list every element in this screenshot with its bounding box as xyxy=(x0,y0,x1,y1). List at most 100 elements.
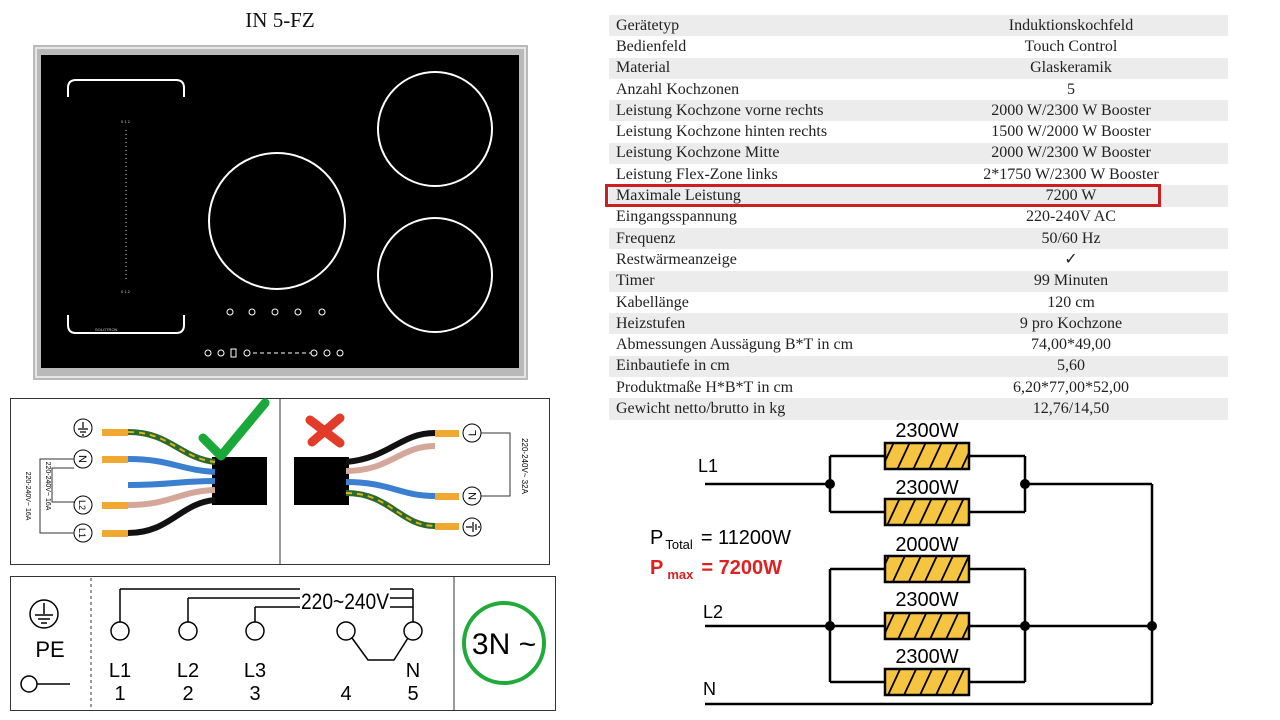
terminal-L2-label: L2 xyxy=(77,500,87,510)
spec-value: 120 cm xyxy=(914,291,1228,314)
terminal-block: PE 220~240V L1 L2 L3 N 1 2 3 4 5 3N ~ xyxy=(10,576,556,711)
resistor-2 xyxy=(883,497,971,527)
bridge-4-5 xyxy=(351,637,409,661)
spec-label: Material xyxy=(609,57,914,79)
spec-label: Leistung Flex-Zone links xyxy=(609,164,914,186)
spec-value: Induktionskochfeld xyxy=(914,15,1228,37)
terminal-3 xyxy=(245,621,265,641)
cooktop-image: 0 1 2 0 1 2 SOLOTRON xyxy=(33,45,528,380)
max-power-highlight xyxy=(605,184,1161,207)
control-panel xyxy=(204,308,344,358)
spec-label: Leistung Kochzone Mitte xyxy=(609,142,914,165)
terminal-N-right-label: N xyxy=(467,492,479,500)
spec-value: 99 Minuten xyxy=(914,270,1228,292)
terminal-number-3: 3 xyxy=(249,683,260,705)
flex-zone-top xyxy=(67,79,185,97)
cooking-zone-front-right xyxy=(377,217,493,333)
terminal-1 xyxy=(110,621,130,641)
cooking-zone-center xyxy=(208,152,346,290)
spec-label: Abmessungen Aussägung B*T in cm xyxy=(609,334,914,356)
voltage-label: 220~240V xyxy=(301,589,389,614)
spec-label: Gewicht netto/brutto in kg xyxy=(609,398,914,420)
line-L2-label: L2 xyxy=(703,602,723,622)
spec-value: 50/60 Hz xyxy=(914,227,1228,250)
wiring-incorrect: L N 220-240V~ 32A xyxy=(294,413,529,537)
model-title: IN 5-FZ xyxy=(245,8,315,32)
resistor-4 xyxy=(883,611,971,641)
wiring-correct: N L2 L1 220-240V~ 16A 220-240V~ 16A xyxy=(24,398,270,543)
svg-text:0 1 2: 0 1 2 xyxy=(121,119,131,124)
spec-value: 2000 W/2300 W Booster xyxy=(914,100,1228,122)
spec-label: Maximale Leistung xyxy=(609,185,914,207)
terminal-name-5: N xyxy=(406,660,420,682)
resistor-3-label: 2000W xyxy=(895,534,958,556)
spec-label: Eingangsspannung xyxy=(609,206,914,228)
spec-label: Restwärmeanzeige xyxy=(609,249,914,271)
terminal-number-1: 1 xyxy=(114,683,125,705)
terminal-number-4: 4 xyxy=(340,683,351,705)
spec-label: Gerätetyp xyxy=(609,15,914,37)
wiring-diagram: N L2 L1 220-240V~ 16A 220-240V~ 16A L N … xyxy=(10,398,550,565)
terminal-name-2: L2 xyxy=(177,660,199,682)
spec-label: Anzahl Kochzonen xyxy=(609,78,914,101)
resistor-1 xyxy=(883,441,971,471)
spec-value: ✓ xyxy=(914,249,1228,271)
pe-label: PE xyxy=(35,637,64,662)
spec-value: 74,00*49,00 xyxy=(914,334,1228,356)
spec-label: Frequenz xyxy=(609,227,914,250)
flex-zone-bottom xyxy=(67,315,185,334)
spec-label: Timer xyxy=(609,270,914,292)
ground-icon xyxy=(29,599,59,629)
line-N-label: N xyxy=(703,679,716,699)
line-L1-label: L1 xyxy=(698,456,718,476)
terminal-L1-label: L1 xyxy=(77,528,87,538)
spec-value: 6,20*77,00*52,00 xyxy=(914,377,1228,399)
resistor-4-label: 2300W xyxy=(895,589,958,611)
spec-label: Bedienfeld xyxy=(609,36,914,58)
svg-text:SOLOTRON: SOLOTRON xyxy=(95,327,118,332)
spec-value: 5,60 xyxy=(914,355,1228,378)
spec-value: 220-240V AC xyxy=(914,206,1228,228)
resistor-2-label: 2300W xyxy=(895,477,958,499)
terminal-name-1: L1 xyxy=(109,660,131,682)
terminal-box-right xyxy=(294,457,349,505)
phase-badge-label: 3N ~ xyxy=(472,628,536,661)
spec-value: 9 pro Kochzone xyxy=(914,313,1228,335)
spec-label: Produktmaße H*B*T in cm xyxy=(609,377,914,399)
svg-text:N: N xyxy=(76,455,88,463)
resistor-1-label: 2300W xyxy=(895,420,958,442)
phase-badge xyxy=(462,601,546,685)
spec-value: 2000 W/2300 W Booster xyxy=(914,142,1228,165)
terminal-5 xyxy=(403,621,423,641)
terminal-L-label: L xyxy=(467,430,479,436)
terminal-number-2: 2 xyxy=(182,683,193,705)
spec-label: Leistung Kochzone hinten rechts xyxy=(609,121,914,143)
terminal-name-3: L3 xyxy=(244,660,266,682)
resistor-5-label: 2300W xyxy=(895,646,958,668)
spec-value: 1500 W/2000 W Booster xyxy=(914,121,1228,143)
cooking-zone-rear-right xyxy=(377,71,493,187)
wiring-label-outer: 220-240V~ 16A xyxy=(24,472,31,521)
resistor-5 xyxy=(883,667,971,697)
terminal-4 xyxy=(336,621,356,641)
terminal-2 xyxy=(178,621,198,641)
